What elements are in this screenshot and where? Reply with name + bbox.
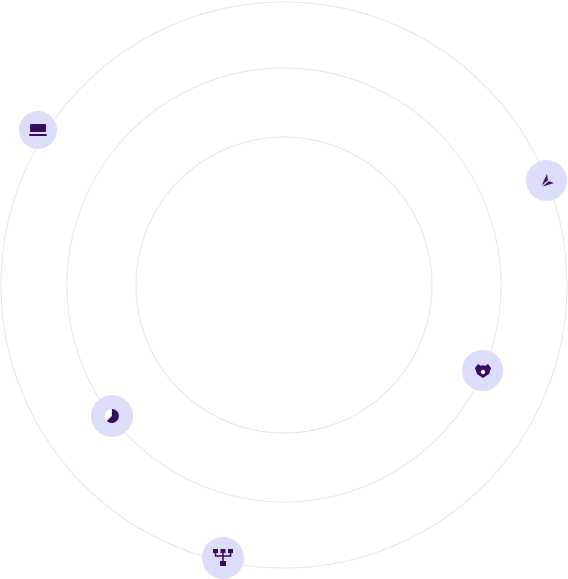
shield-node[interactable] (462, 350, 503, 391)
monitor-icon (29, 123, 47, 137)
paper-plane-icon (538, 172, 556, 190)
network-hierarchy-icon (212, 548, 234, 568)
shield-icon (473, 362, 493, 380)
monitor-node[interactable] (19, 111, 57, 149)
network-node[interactable] (202, 537, 244, 579)
middle-ring (66, 67, 502, 503)
inner-ring (135, 136, 433, 434)
pie-chart-icon (103, 407, 121, 425)
send-node[interactable] (526, 160, 567, 201)
pie-node[interactable] (91, 395, 133, 437)
